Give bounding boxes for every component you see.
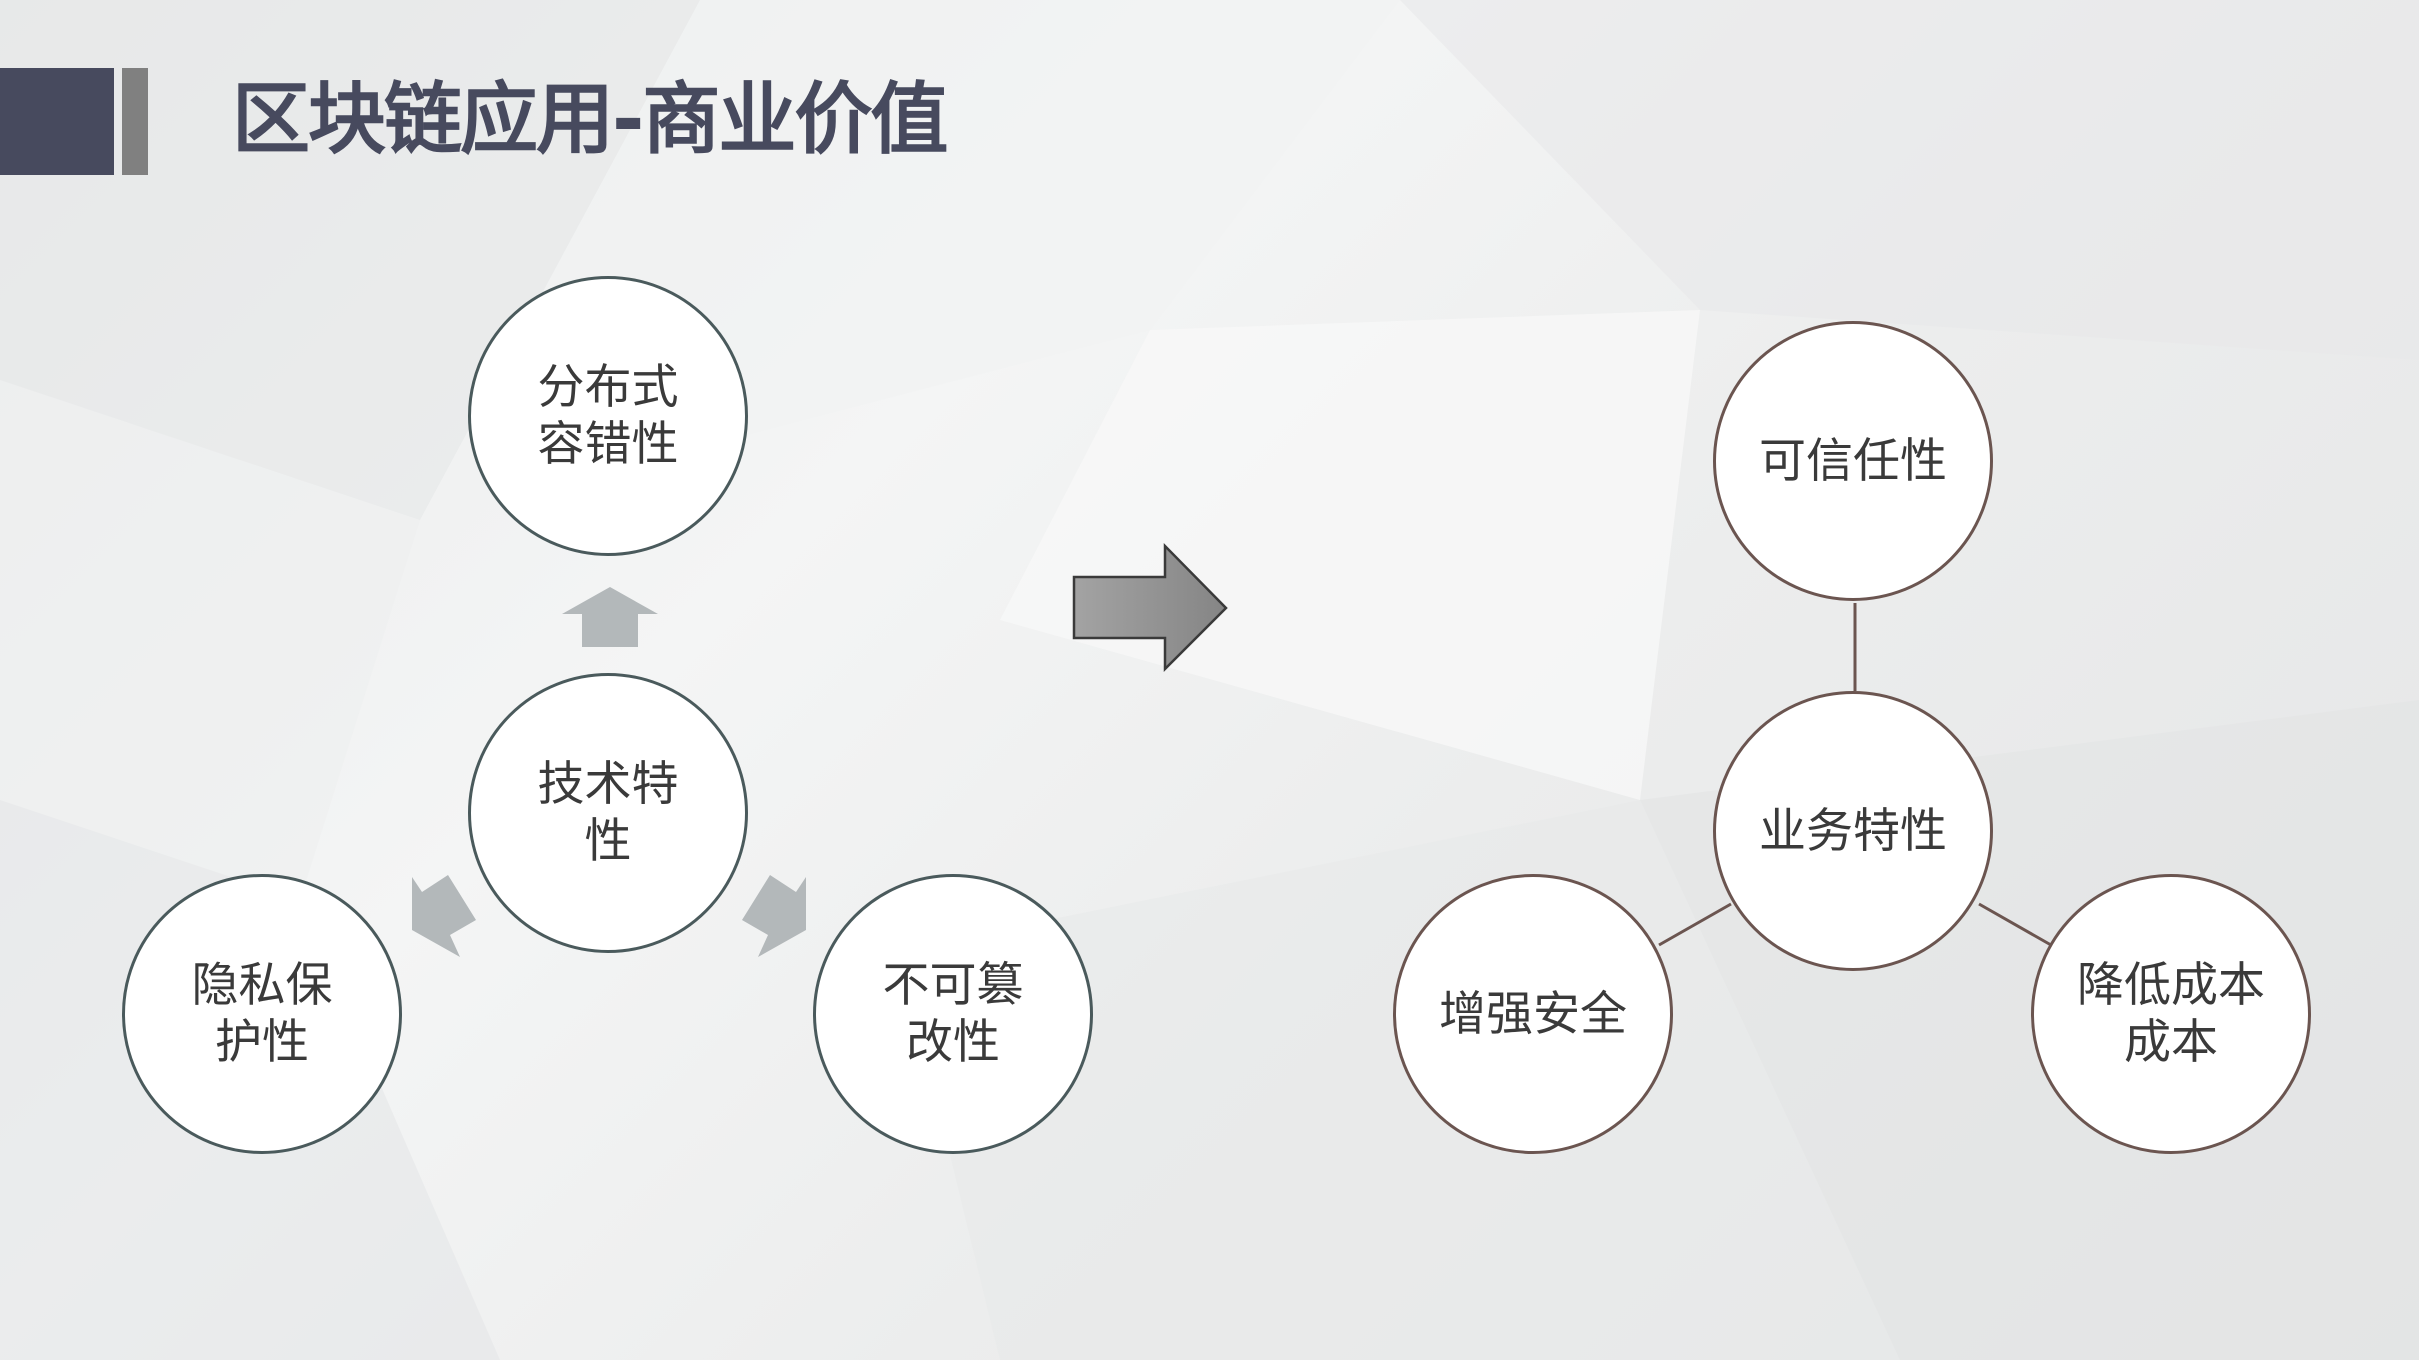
biz-right-circle: 降低成本成本 [2031,874,2311,1154]
biz-left-label: 增强安全 [1439,986,1627,1042]
biz-top-circle: 可信任性 [1713,321,1993,601]
biz-right-label: 降低成本成本 [2077,958,2265,1070]
arrow-down-left-icon [412,875,476,957]
tech-center-label: 技术特性 [537,757,679,869]
biz-top-label: 可信任性 [1759,433,1947,489]
arrow-right-icon [1072,542,1228,673]
tech-center-circle: 技术特性 [468,673,748,953]
arrow-down-right-icon [742,875,806,957]
tech-top-circle: 分布式容错性 [468,276,748,556]
tech-top-label: 分布式容错性 [537,360,679,472]
biz-center-circle: 业务特性 [1713,691,1993,971]
tech-left-circle: 隐私保护性 [122,874,402,1154]
arrow-up-icon [562,587,658,647]
page-title: 区块链应用-商业价值 [232,75,948,165]
biz-connectors [1658,603,2052,947]
tech-right-circle: 不可篡改性 [813,874,1093,1154]
biz-center-label: 业务特性 [1759,803,1947,859]
header-accent-bar [122,68,148,175]
header-block [0,68,114,175]
tech-left-label: 隐私保护性 [191,958,333,1070]
biz-left-circle: 增强安全 [1393,874,1673,1154]
tech-right-label: 不可篡改性 [882,958,1024,1070]
